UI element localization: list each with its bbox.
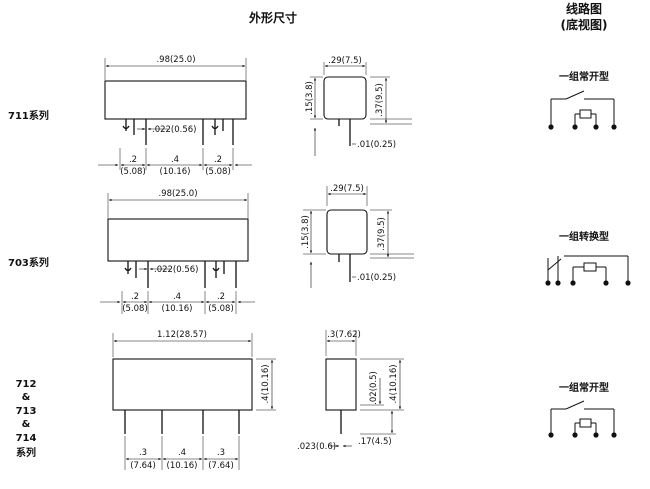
circuit-label: 一组常开型	[559, 70, 609, 83]
pin-length-dimension: .17(4.5)	[358, 437, 392, 447]
pitch-mm: (5.08)	[205, 167, 231, 177]
series-label: 703系列	[8, 256, 49, 269]
pin-spacing-dimension: .022(0.56)	[152, 125, 196, 135]
pin-thickness-dimension: .01(0.25)	[357, 140, 396, 150]
side-view: .3(7.62) .4(10.16) .02(0.5) .17(4.5) .02…	[297, 330, 404, 452]
pitch-inch: .2	[131, 292, 139, 302]
series-label: 711系列	[8, 109, 49, 122]
series-label: &	[22, 392, 31, 403]
front-view: .98(25.0) .022(0.56)	[98, 55, 252, 177]
circuit-label: 一组常开型	[559, 381, 609, 394]
pitch-inch: .2	[129, 155, 137, 165]
pitch-mm: (10.16)	[167, 461, 198, 471]
total-height-dimension: .37(9.5)	[377, 217, 387, 251]
length-dimension: .98(25.0)	[156, 55, 195, 65]
circuit-normally-open: 一组常开型	[548, 70, 617, 130]
row-703: 703系列 .98(25.0) .022(0.56)	[8, 184, 631, 314]
length-dimension: .98(25.0)	[158, 189, 197, 199]
circuit-normally-open: 一组常开型	[548, 381, 617, 438]
series-label: 713	[16, 406, 37, 417]
pitch-mm: (5.08)	[122, 304, 148, 314]
pitch-inch: .3	[139, 448, 147, 458]
pitch-mm: (5.08)	[120, 167, 146, 177]
row-712-713-714: 712 & 713 & 714 系列 1.12(28.57) .4(10.16)	[16, 330, 617, 471]
pitch-inch: .4	[178, 448, 186, 458]
height-dimension: .4(10.16)	[389, 364, 399, 403]
row-711: 711系列 .98(25.0) .022(0.56)	[8, 55, 617, 177]
pitch-mm: (7.64)	[208, 461, 234, 471]
height-dimension: .15(3.8)	[305, 81, 315, 115]
bottom-view-subheading: (底视图)	[561, 17, 608, 32]
circuit-changeover: 一组转换型	[545, 230, 631, 286]
total-height-dimension: .37(9.5)	[375, 83, 385, 117]
pitch-mm: (5.08)	[208, 304, 234, 314]
height-dimension: .15(3.8)	[301, 215, 311, 249]
series-label: 712	[16, 379, 37, 390]
front-view: 1.12(28.57) .4(10.16) .3 (7.64) .4 (10.1…	[112, 330, 276, 471]
width-dimension: .29(7.5)	[328, 56, 362, 66]
outline-dimensions-heading: 外形尺寸	[249, 10, 297, 25]
pitch-inch: .4	[173, 292, 181, 302]
length-dimension: 1.12(28.57)	[157, 330, 207, 340]
pitch-inch: .3	[217, 448, 225, 458]
pitch-mm: (10.16)	[162, 304, 193, 314]
pin-spacing-dimension: .022(0.56)	[154, 265, 198, 275]
pitch-inch: .4	[171, 155, 179, 165]
pitch-inch: .2	[214, 155, 222, 165]
pin-offset-dimension: .02(0.5)	[369, 371, 379, 405]
circuit-diagram-heading: 线路图	[566, 1, 602, 16]
series-label: 系列	[16, 446, 36, 459]
pin-thickness-dimension: .01(0.25)	[357, 273, 396, 283]
series-label: 714	[16, 433, 37, 444]
pitch-mm: (10.16)	[160, 167, 191, 177]
side-view: .29(7.5) .15(3.8) .37(9.5) .01(0.25)	[301, 184, 414, 288]
pitch-inch: .2	[217, 292, 225, 302]
side-view: .29(7.5) .15(3.8) .37(9.5) .01(0.25)	[305, 56, 412, 156]
pin-thickness-dimension: .023(0.6)	[297, 442, 336, 452]
front-view: .98(25.0) .022(0.56) .2 (5.08)	[100, 189, 255, 314]
pitch-mm: (7.64)	[130, 461, 156, 471]
series-label: &	[22, 419, 31, 430]
circuit-label: 一组转换型	[559, 230, 609, 243]
width-dimension: .3(7.62)	[327, 330, 361, 340]
height-dimension: .4(10.16)	[261, 364, 271, 403]
width-dimension: .29(7.5)	[330, 184, 364, 194]
